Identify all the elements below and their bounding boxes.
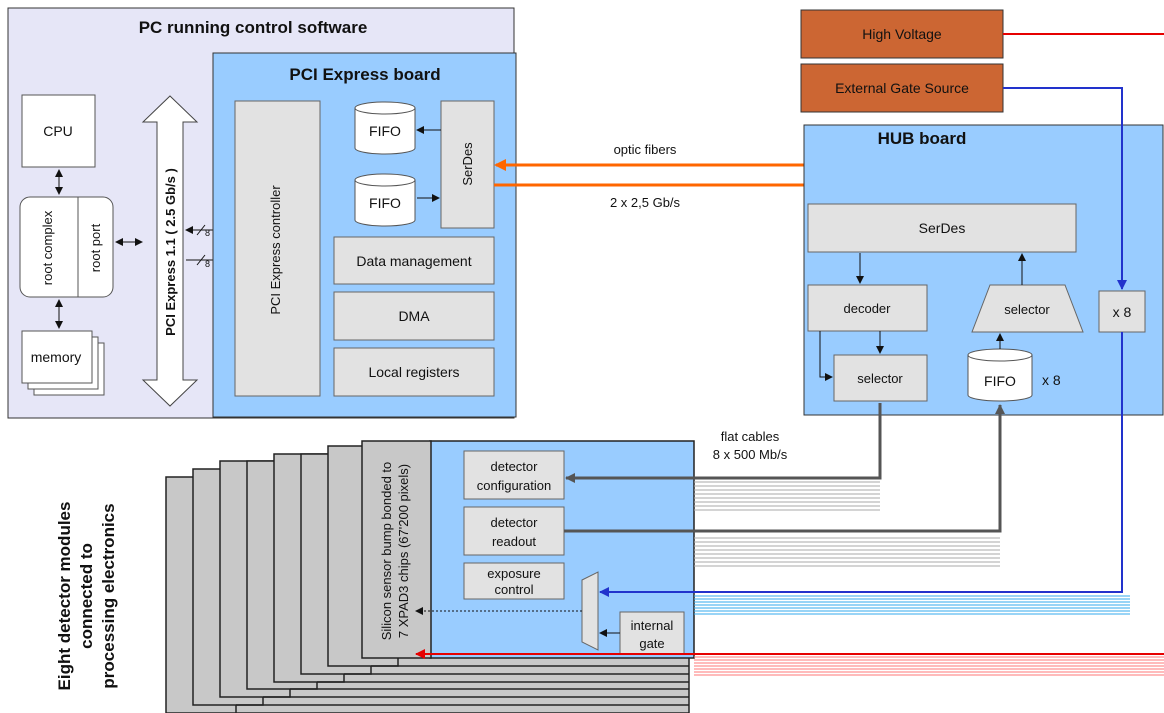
dma-box	[333, 291, 495, 341]
hub-title: HUB board	[878, 129, 967, 148]
silicon-sensor-box	[361, 440, 432, 659]
decoder-box	[807, 284, 928, 332]
cpu-label: CPU	[43, 123, 73, 139]
hub-serdes-label: SerDes	[919, 220, 966, 236]
det-readout-line1: detector	[491, 515, 539, 530]
side-label-line1: Eight detector modules	[55, 502, 74, 691]
fifo-1-label: FIFO	[369, 123, 401, 139]
readout-cable-line	[564, 404, 1005, 533]
local-registers-label: Local registers	[368, 364, 459, 380]
gate-mult-label: x 8	[1113, 304, 1132, 320]
selector-out-label: selector	[857, 371, 903, 386]
memory-label: memory	[31, 349, 82, 365]
pcie-controller-label: PCI Express controller	[268, 185, 283, 315]
dma-label: DMA	[398, 308, 430, 324]
bus-width-b: 8	[205, 259, 210, 269]
gate-mult-box	[1098, 290, 1146, 333]
side-label-line2: connected to	[77, 543, 96, 649]
root-port-label: root port	[88, 223, 103, 272]
pcie-controller-box	[234, 100, 321, 397]
data-management-label: Data management	[356, 253, 471, 269]
flat-cable-bundle-readout	[694, 537, 1000, 567]
high-voltage-label: High Voltage	[862, 26, 942, 42]
gate-source-box	[800, 63, 1004, 113]
internal-gate-line1: internal	[631, 618, 674, 633]
flat-cable-bundle-config	[694, 481, 880, 511]
optic-fibers-label: optic fibers	[614, 142, 677, 157]
decoder-selector-side-arrow	[819, 331, 833, 381]
gate-distribution-line	[599, 332, 1123, 597]
pcie-board-title: PCI Express board	[289, 65, 440, 84]
fifo-2	[354, 173, 416, 227]
selector-out-box	[833, 354, 928, 402]
flat-cables-label: flat cables	[721, 429, 780, 444]
bus-width-a: 8	[205, 228, 210, 238]
det-config-line1: detector	[491, 459, 539, 474]
hub-board: HUB board SerDes decoder selector select…	[803, 124, 1164, 416]
root-complex-box	[19, 196, 114, 298]
side-label-line3: processing electronics	[99, 503, 118, 688]
fifo-2-label: FIFO	[369, 195, 401, 211]
exposure-line2: control	[494, 582, 533, 597]
hub-fifo-mult: x 8	[1042, 372, 1061, 388]
pcie-serdes-label: SerDes	[460, 142, 475, 186]
hub-fifo	[967, 348, 1033, 402]
hub-serdes-box	[807, 203, 1077, 253]
det-config-line2: configuration	[477, 478, 551, 493]
gate-cable-bundle	[694, 595, 1130, 615]
memory-stack	[21, 330, 105, 396]
data-management-box	[333, 236, 495, 285]
front-detector-module: Silicon sensor bump bonded to 7 XPAD3 ch…	[361, 440, 695, 659]
config-cable-line	[565, 403, 882, 483]
selector-in-trapezoid	[971, 284, 1084, 333]
high-voltage-box	[800, 9, 1004, 59]
local-registers-box	[333, 347, 495, 397]
pcie-bus-label: PCI Express 1.1 ( 2.5 Gb/s )	[163, 168, 178, 336]
internal-gate-line2: gate	[639, 636, 664, 651]
hv-cable-bundle	[694, 656, 1164, 676]
detector-config-box	[463, 450, 565, 500]
det-readout-line2: readout	[492, 534, 536, 549]
flat-rate-label: 8 x 500 Mb/s	[713, 447, 788, 462]
fifo-1	[354, 101, 416, 155]
pcie-bus-arrow	[141, 95, 199, 407]
cpu-box	[21, 94, 96, 168]
exposure-line1: exposure	[487, 566, 540, 581]
pcie-serdes-box	[440, 100, 495, 229]
exposure-control-box	[463, 562, 565, 600]
sensor-label-line1: Silicon sensor bump bonded to	[379, 462, 394, 641]
selector-in-label: selector	[1004, 302, 1050, 317]
side-label: Eight detector modules connected to proc…	[55, 502, 118, 691]
gate-source-label: External Gate Source	[835, 80, 969, 96]
sensor-label-line2: 7 XPAD3 chips (67'200 pixels)	[396, 464, 411, 638]
gate-mux-trapezoid	[581, 571, 599, 651]
hub-fifo-label: FIFO	[984, 373, 1016, 389]
pcie-board: PCI Express board PCI Express controller…	[212, 52, 517, 418]
optic-rate-label: 2 x 2,5 Gb/s	[610, 195, 681, 210]
root-complex-label: root complex	[40, 210, 55, 285]
pc-title: PC running control software	[139, 18, 368, 37]
gate-source-line	[1003, 87, 1127, 290]
decoder-label: decoder	[844, 301, 892, 316]
